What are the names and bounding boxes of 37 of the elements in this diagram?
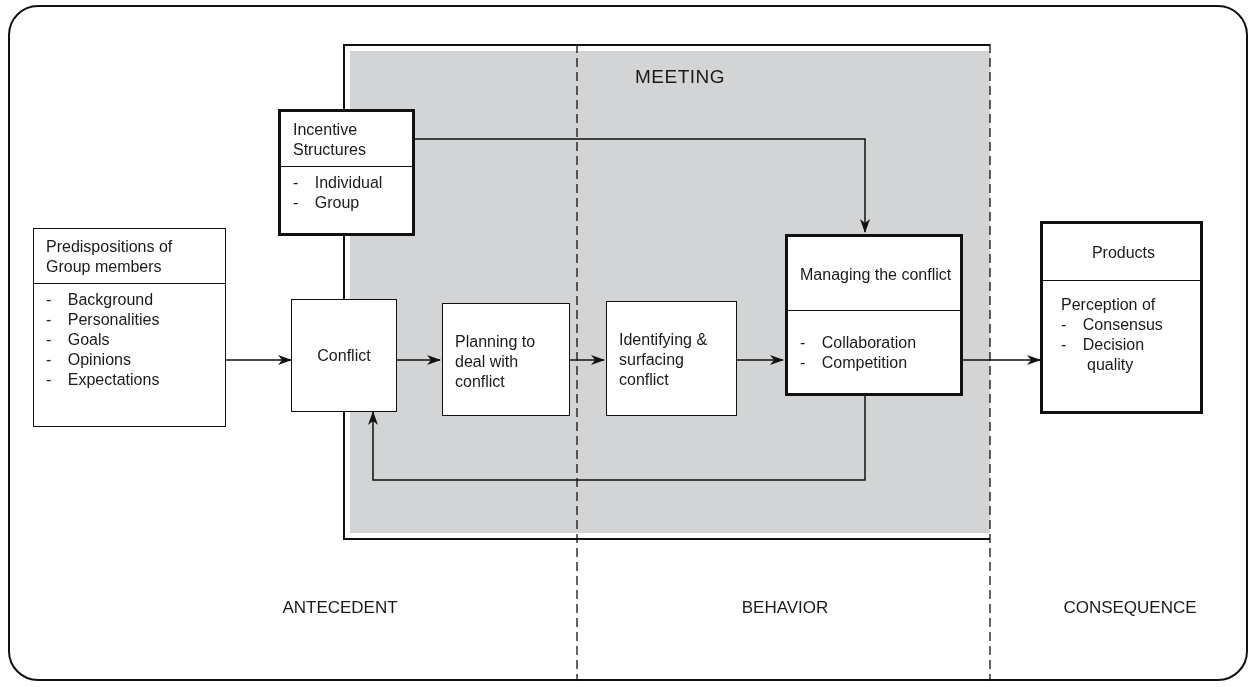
process-box xyxy=(442,303,570,416)
box-text: Conflict xyxy=(317,345,371,366)
list-box xyxy=(278,109,415,236)
arrow xyxy=(396,355,441,365)
phase-label: BEHAVIOR xyxy=(741,598,829,618)
list-item: - Personalities xyxy=(46,310,161,330)
list-item: - Expectations xyxy=(46,370,161,390)
list-box xyxy=(1040,221,1203,414)
arrow xyxy=(567,355,605,365)
list-item: - Group xyxy=(293,193,361,213)
list-item: - Background xyxy=(46,290,155,310)
zone-title: MEETING xyxy=(635,66,726,88)
phase-label: ANTECEDENT xyxy=(282,598,398,618)
arrow xyxy=(960,355,1041,365)
list-item: - Opinions xyxy=(46,350,132,370)
arrow xyxy=(414,138,870,233)
arrow xyxy=(368,393,866,481)
list-item: - Consensus xyxy=(1061,315,1164,335)
arrow xyxy=(734,355,784,365)
box-heading: Incentive Structures xyxy=(293,120,367,160)
box-heading: Predispositions of Group members xyxy=(46,237,174,277)
list-box xyxy=(33,228,226,427)
process-box xyxy=(291,299,397,412)
list-intro: Perception of xyxy=(1061,295,1157,315)
list-item: - Decision quality xyxy=(1061,335,1146,375)
list-item: - Collaboration xyxy=(800,333,918,353)
list-box xyxy=(785,234,963,396)
box-text: Planning to deal with conflict xyxy=(454,332,537,392)
list-item: - Competition xyxy=(800,353,909,373)
list-item: - Individual xyxy=(293,173,384,193)
process-box xyxy=(606,301,737,416)
box-heading: Managing the conflict xyxy=(800,264,952,285)
box-text: Identifying & surfacing conflict xyxy=(618,330,709,390)
box-heading: Products xyxy=(1091,243,1156,263)
list-item: - Goals xyxy=(46,330,111,350)
phase-label: CONSEQUENCE xyxy=(1063,598,1197,618)
arrow xyxy=(225,355,292,365)
